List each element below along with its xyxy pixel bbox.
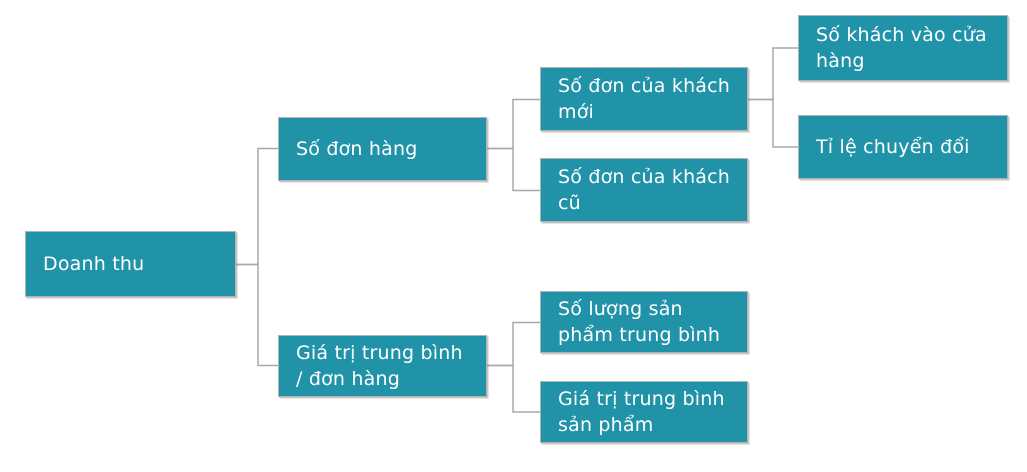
node-label: Số lượng sản phẩm trung bình [558, 298, 721, 346]
node-label: Giá trị trung bình / đơn hàng [296, 342, 463, 390]
connector-gia-tri-to-so-luong-san-pham [487, 321, 540, 367]
node-gia-tri-trung-binh-don-hang[interactable]: Giá trị trung bình / đơn hàng [278, 335, 487, 397]
connector-root-to-gia-tri-trung-binh [236, 263, 278, 367]
node-gia-tri-trung-binh-san-pham[interactable]: Giá trị trung bình sản phẩm [540, 381, 748, 443]
node-so-don-hang[interactable]: Số đơn hàng [278, 117, 487, 181]
node-label: Số đơn của khách mới [558, 75, 731, 123]
node-label: Số đơn của khách cũ [558, 166, 731, 214]
node-so-luong-san-pham-trung-binh[interactable]: Số lượng sản phẩm trung bình [540, 291, 748, 353]
node-doanh-thu[interactable]: Doanh thu [25, 231, 236, 297]
connector-khach-moi-to-ti-le-chuyen-doi [748, 98, 798, 148]
node-label: Số đơn hàng [296, 138, 418, 160]
node-label: Số khách vào cửa hàng [816, 24, 987, 72]
node-ti-le-chuyen-doi[interactable]: Tỉ lệ chuyển đổi [798, 115, 1008, 179]
node-so-don-cua-khach-cu[interactable]: Số đơn của khách cũ [540, 158, 748, 222]
connector-so-don-hang-to-khach-moi [487, 98, 540, 150]
connector-so-don-hang-to-khach-cu [487, 147, 540, 192]
node-label: Doanh thu [43, 253, 145, 275]
connector-root-to-so-don-hang [236, 147, 278, 266]
node-label: Tỉ lệ chuyển đổi [816, 136, 970, 158]
node-label: Giá trị trung bình sản phẩm [558, 388, 725, 436]
connector-gia-tri-to-gia-tri-san-pham [487, 364, 540, 413]
node-so-khach-vao-cua-hang[interactable]: Số khách vào cửa hàng [798, 15, 1008, 81]
node-so-don-cua-khach-moi[interactable]: Số đơn của khách mới [540, 67, 748, 131]
connector-khach-moi-to-so-khach-vao-cua-hang [748, 47, 798, 101]
